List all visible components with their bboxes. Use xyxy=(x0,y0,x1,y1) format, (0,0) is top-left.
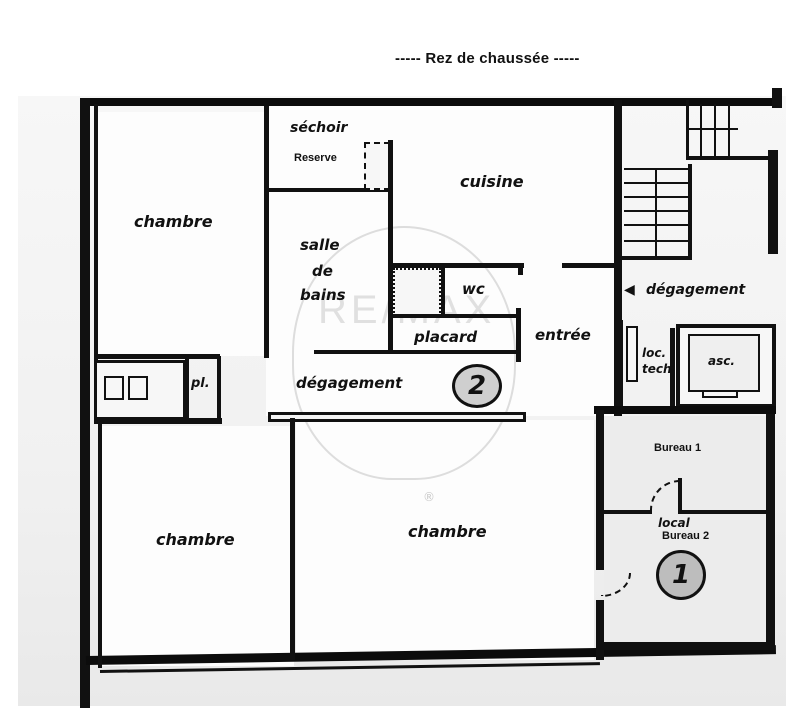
wall-sechoir-south xyxy=(268,188,390,192)
elevator-door xyxy=(702,390,738,398)
wall-pl-east xyxy=(185,356,189,420)
wall-degagement-south xyxy=(268,412,526,422)
room-label-chambre-2: chambre xyxy=(156,530,235,549)
wall-loc-west xyxy=(618,320,623,412)
wall-cuisine-east xyxy=(614,100,622,416)
room-label-ascenseur: asc. xyxy=(708,354,735,368)
room-label-placard-small: pl. xyxy=(191,376,210,391)
wall-cuisine-south-east xyxy=(562,263,616,268)
room-label-chambre-3: chambre xyxy=(408,522,487,541)
room-label-sechoir: séchoir xyxy=(290,120,348,136)
stair-upper-riser-2 xyxy=(714,104,716,158)
wall-asc-west xyxy=(670,328,675,406)
room-label-loc-tech-line2: tech xyxy=(642,362,672,376)
wall-cuisine-door-jamb xyxy=(518,263,523,275)
room-label-salle-de-bains-line2: de xyxy=(312,262,333,280)
room-label-loc-tech-line1: loc. xyxy=(642,346,667,360)
wall-bureau-south xyxy=(598,642,774,650)
stair-step-4 xyxy=(624,210,690,212)
stair-upper-riser-3 xyxy=(728,104,730,158)
room-chambre-south-west xyxy=(102,426,294,666)
room-label-bureau-2: Bureau 2 xyxy=(662,530,710,542)
wall-placard-south xyxy=(314,350,520,354)
unit-badge-2: 2 xyxy=(452,364,502,408)
wall-bureau-divider-east xyxy=(680,510,768,514)
room-label-degagement-central: dégagement xyxy=(296,374,403,392)
stair-center-stringer xyxy=(655,168,657,256)
wall-pl-south xyxy=(94,418,222,424)
wall-cuisine-south-west xyxy=(392,263,524,268)
wall-chambre-divider xyxy=(290,418,295,660)
wall-east-stair xyxy=(768,150,778,254)
elevator-car xyxy=(688,334,760,392)
stair-lower-frame-south xyxy=(620,256,692,260)
stair-step-5 xyxy=(624,224,690,226)
wall-bureau-door-jamb xyxy=(678,478,682,514)
wall-bureau-north xyxy=(594,406,776,414)
room-label-cuisine: cuisine xyxy=(460,172,524,191)
stair-step-1 xyxy=(624,168,690,170)
stair-landing-wall xyxy=(686,156,770,160)
unit-badge-1: 1 xyxy=(656,550,706,600)
wall-east xyxy=(766,410,775,650)
room-chambre-south xyxy=(296,420,594,660)
wall-chambre-nw-east xyxy=(264,106,269,358)
stair-upper-frame xyxy=(686,100,689,158)
room-label-chambre-1: chambre xyxy=(134,212,213,231)
wall-bureau-west xyxy=(596,410,604,570)
room-label-degagement-east: dégagement xyxy=(646,282,746,298)
room-bureaux xyxy=(604,416,768,646)
stair-lower-frame-east xyxy=(688,164,692,260)
room-label-salle-de-bains-line1: salle xyxy=(300,236,340,254)
stair-step-6 xyxy=(624,240,690,242)
room-label-reserve: Reserve xyxy=(294,152,337,164)
wall-bath-east xyxy=(388,140,393,352)
room-label-placard: placard xyxy=(414,328,478,346)
stair-upper-riser-1 xyxy=(700,104,702,158)
wall-chambre-nw-south xyxy=(96,354,220,359)
wall-chambre-sw-west xyxy=(98,422,102,668)
wall-placard-east xyxy=(516,308,521,362)
room-label-entree: entrée xyxy=(535,326,591,344)
wall-east-corner xyxy=(772,88,782,108)
chimney-duct xyxy=(364,142,390,190)
stove-burner-left xyxy=(104,376,124,400)
room-label-wc: wc xyxy=(462,280,485,298)
loc-tech-cabinet xyxy=(626,326,638,382)
plan-title: ----- Rez de chaussée ----- xyxy=(395,50,580,67)
watermark-registered-mark: ® xyxy=(423,490,435,504)
room-label-salle-de-bains-line3: bains xyxy=(300,286,346,304)
room-center-north xyxy=(266,106,616,416)
wall-north xyxy=(80,98,780,106)
wall-west xyxy=(80,98,90,708)
direction-arrow-icon: ◀ xyxy=(624,282,635,298)
wall-pl-east-2 xyxy=(217,356,221,420)
wall-west-inner xyxy=(94,104,98,360)
room-label-local: local xyxy=(658,516,690,530)
wall-wc-south xyxy=(392,314,518,318)
shower-tray xyxy=(393,268,441,316)
stair-step-3 xyxy=(624,196,690,198)
room-label-bureau-1: Bureau 1 xyxy=(654,442,702,454)
stove-burner-right xyxy=(128,376,148,400)
wall-bureau-west-lower xyxy=(596,600,604,660)
wall-bureau-divider-west xyxy=(604,510,652,514)
stair-step-2 xyxy=(624,182,690,184)
stair-upper-mid xyxy=(688,128,738,130)
wall-wc-west xyxy=(441,268,445,316)
room-chambre-north-west xyxy=(98,112,264,356)
